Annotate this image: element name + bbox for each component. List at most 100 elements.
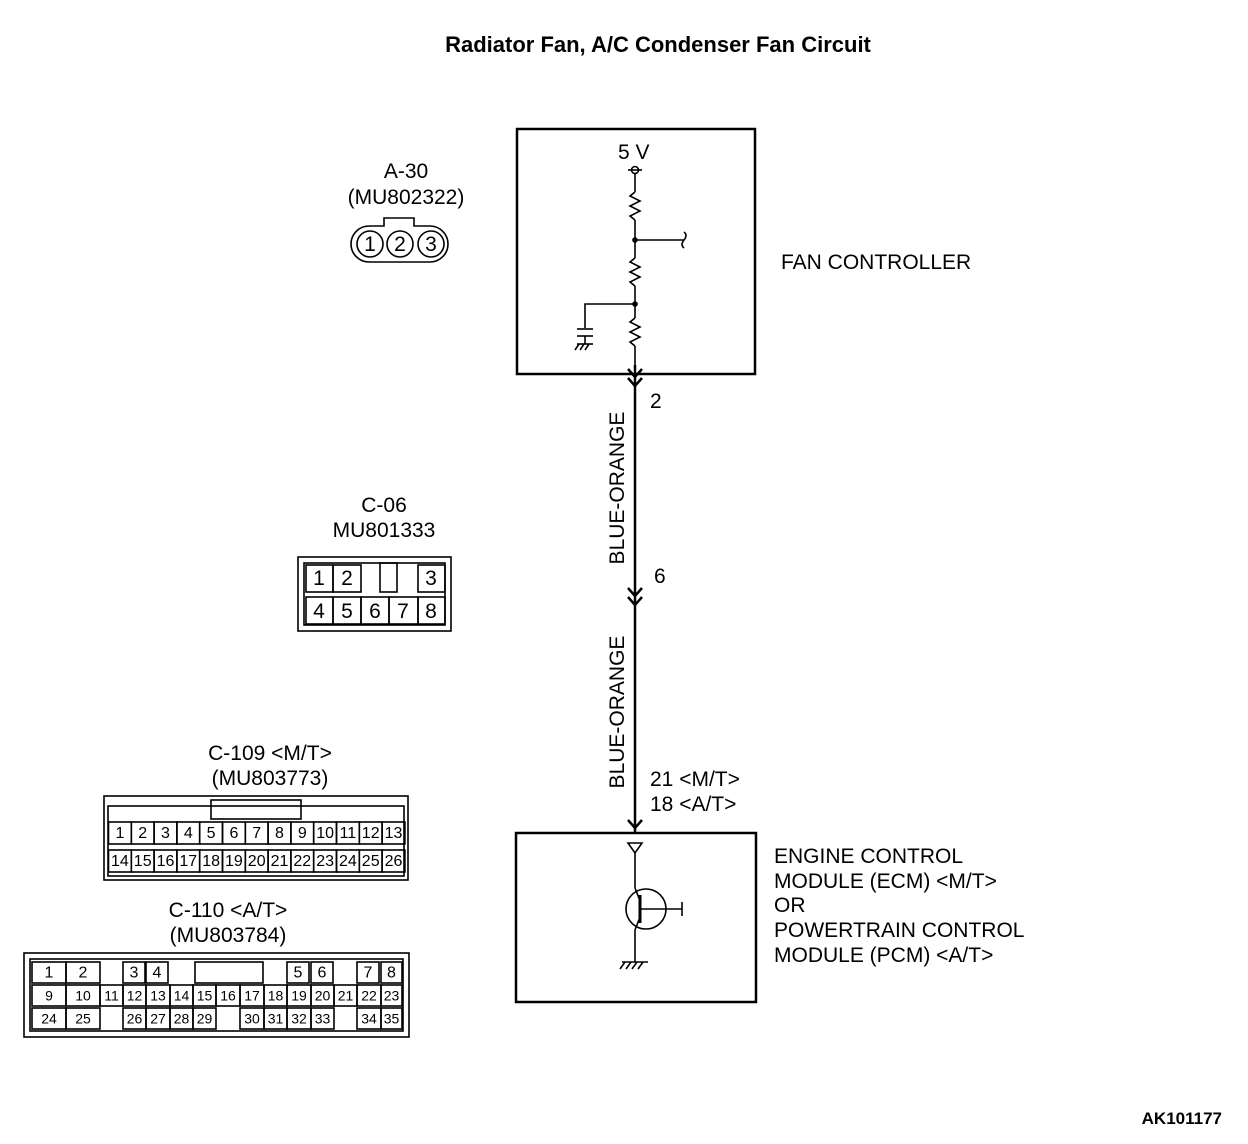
c110-pin-label: 5 <box>294 965 303 982</box>
c109-pin-label: 10 <box>316 825 334 842</box>
c110-pin-label: 27 <box>150 1011 166 1027</box>
terminal-arrow <box>627 819 643 830</box>
ecm-label-line: MODULE (PCM) <A/T> <box>774 944 993 967</box>
c110-part-number: (MU803784) <box>170 924 287 947</box>
c110-pin-label: 4 <box>153 965 162 982</box>
c110-pin-label: 31 <box>268 1011 284 1027</box>
c110-pin-label: 7 <box>364 965 373 982</box>
c110-pin-label: 13 <box>150 988 166 1004</box>
c109-pin-label: 18 <box>202 853 220 870</box>
connector-arrow <box>627 587 643 598</box>
main-wire <box>627 365 643 832</box>
wire-color-upper: BLUE-ORANGE <box>606 412 629 565</box>
a30-pin <box>356 230 384 258</box>
c109-pin-label: 4 <box>184 825 193 842</box>
fan-controller: 5 V <box>515 127 757 376</box>
c110-pin-label: 34 <box>361 1011 377 1027</box>
wire-color-lower: BLUE-ORANGE <box>606 636 629 789</box>
ecm-terminal-at: 18 <A/T> <box>650 793 736 816</box>
c109-pin-label: 6 <box>229 825 238 842</box>
c109-latch <box>210 799 302 820</box>
c110-pin-label: 23 <box>384 988 400 1004</box>
fan-controller-box <box>515 127 757 376</box>
c06-pin-label: 5 <box>341 600 353 623</box>
c109-pin-label: 26 <box>385 853 403 870</box>
c109-pin-label: 3 <box>161 825 170 842</box>
c110-pin-label: 1 <box>45 965 54 982</box>
a30-pin <box>417 230 445 258</box>
c109-pin-label: 20 <box>248 853 266 870</box>
c110-pin-cell <box>122 961 146 984</box>
a30-connector: 1 2 3 <box>350 217 449 263</box>
c110-pin-label: 11 <box>104 988 119 1004</box>
c110-pin-label: 2 <box>79 965 88 982</box>
c110-pin-label: 25 <box>75 1011 91 1027</box>
c06-connector: 1 2 3 4 5 6 7 8 <box>297 556 452 632</box>
c110-pin-label: 19 <box>291 988 307 1004</box>
c109-pin-cell <box>381 821 406 845</box>
c110-pin-label: 29 <box>197 1011 213 1027</box>
fan-controller-label: FAN CONTROLLER <box>781 251 971 274</box>
c109-pin-label: 19 <box>225 853 243 870</box>
c110-pin-cell <box>380 984 403 1007</box>
c06-pin-label: 2 <box>341 567 353 590</box>
c110-pin-label: 16 <box>220 988 236 1004</box>
c110-pin-label: 17 <box>244 988 260 1004</box>
c110-pin-label: 9 <box>45 988 53 1004</box>
c109-pin-label: 23 <box>316 853 334 870</box>
c110-connector-name: C-110 <A/T> <box>169 899 288 922</box>
c110-pin-label: 24 <box>41 1011 57 1027</box>
c109-pin-label: 14 <box>111 853 129 870</box>
a30-pin <box>386 230 414 258</box>
connector-pin-6-label: 6 <box>654 565 666 588</box>
c06-pin-label: 8 <box>425 600 437 623</box>
c06-connector-name: C-06 <box>361 494 407 517</box>
ecm-label-line: ENGINE CONTROL <box>774 845 963 868</box>
c110-pin-label: 6 <box>318 965 327 982</box>
terminal-arrow <box>627 368 643 379</box>
diagram-title: Radiator Fan, A/C Condenser Fan Circuit <box>445 32 871 57</box>
c110-pin-cell <box>310 1007 335 1030</box>
c109-pin-label: 16 <box>157 853 175 870</box>
ecm-label-line: OR <box>774 894 806 917</box>
ecm-label-line: POWERTRAIN CONTROL <box>774 919 1024 942</box>
c110-pin-cell <box>380 961 403 984</box>
c110-pin-cell <box>356 961 380 984</box>
supply-voltage-label: 5 V <box>618 141 650 164</box>
a30-pin-label: 1 <box>364 233 376 256</box>
resistor-3 <box>628 317 642 347</box>
c109-pin-label: 7 <box>252 825 261 842</box>
c109-pin-label: 9 <box>298 825 307 842</box>
capacitor-lead <box>584 303 635 328</box>
c06-pin-label: 7 <box>397 600 409 623</box>
a30-connector-name: A-30 <box>384 160 428 183</box>
c109-pin-label: 24 <box>339 853 357 870</box>
figure-id: AK101177 <box>1142 1109 1222 1128</box>
c110-pin-label: 33 <box>315 1011 331 1027</box>
c110-pin-label: 15 <box>197 988 213 1004</box>
c110-pin-label: 35 <box>384 1011 400 1027</box>
c110-pin-label: 32 <box>291 1011 307 1027</box>
c110-latch <box>194 961 264 984</box>
c109-pin-label: 1 <box>115 825 124 842</box>
a30-pin-label: 3 <box>425 233 437 256</box>
resistor-1 <box>628 191 642 221</box>
c109-connector-name: C-109 <M/T> <box>208 742 332 765</box>
input-triangle <box>626 842 644 855</box>
continuation-mark <box>681 231 687 249</box>
connector-arrow <box>627 596 643 607</box>
c110-pin-cell <box>65 961 101 984</box>
ecm-terminal-mt: 21 <M/T> <box>650 768 740 791</box>
c110-pin-cell <box>192 1007 217 1030</box>
c109-pin-label: 13 <box>385 825 403 842</box>
ecm-module <box>514 831 758 1004</box>
c110-pin-label: 14 <box>174 988 190 1004</box>
c110-pin-cell <box>145 961 169 984</box>
c109-pin-label: 15 <box>134 853 152 870</box>
c109-pin-label: 8 <box>275 825 284 842</box>
c109-pin-label: 12 <box>362 825 380 842</box>
c110-pin-cell <box>65 1007 101 1030</box>
a30-part-number: (MU802322) <box>348 186 465 209</box>
